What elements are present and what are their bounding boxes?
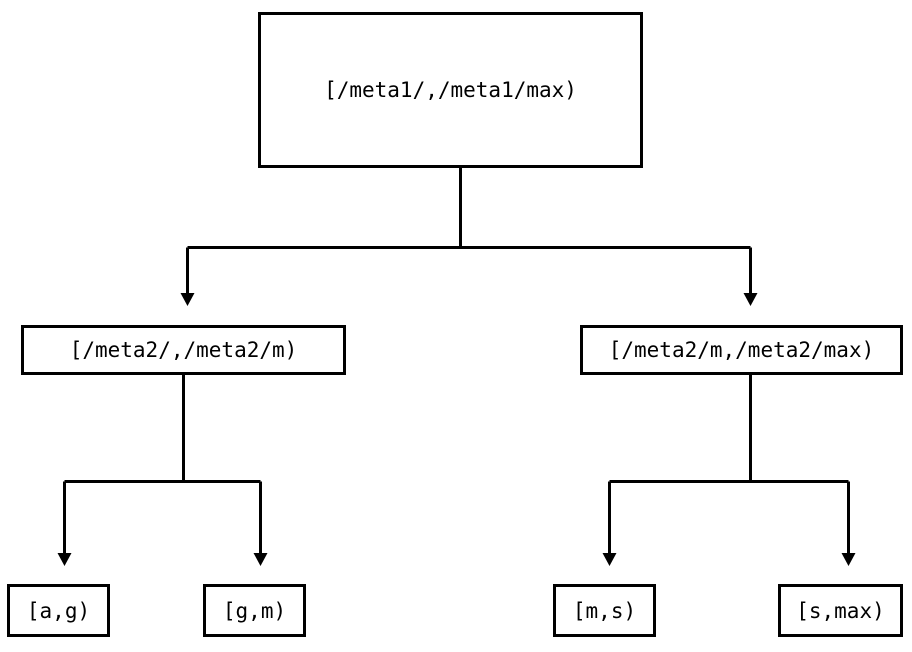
tree-node-leaf-3-label: [s,max)	[796, 598, 885, 623]
arrowhead-icon-mid-left	[180, 293, 195, 306]
tree-node-root-label: [/meta1/,/meta1/max)	[324, 78, 577, 102]
tree-node-mid-right[interactable]: [/meta2/m,/meta2/max)	[580, 325, 903, 375]
tree-node-leaf-0-label: [a,g)	[26, 598, 91, 623]
tree-node-leaf-1-label: [g,m)	[222, 598, 287, 623]
tree-node-leaf-2[interactable]: [m,s)	[553, 584, 656, 637]
tree-node-root[interactable]: [/meta1/,/meta1/max)	[258, 12, 643, 168]
arrowhead-icon-leaf-0	[57, 553, 72, 566]
tree-node-leaf-3[interactable]: [s,max)	[778, 584, 903, 637]
tree-node-leaf-0[interactable]: [a,g)	[7, 584, 110, 637]
tree-node-mid-right-label: [/meta2/m,/meta2/max)	[608, 338, 875, 362]
arrowhead-icon-leaf-2	[602, 553, 617, 566]
arrowhead-icon-leaf-1	[253, 553, 268, 566]
tree-node-leaf-1[interactable]: [g,m)	[203, 584, 306, 637]
arrowhead-icon-leaf-3	[841, 553, 856, 566]
tree-node-leaf-2-label: [m,s)	[572, 598, 637, 623]
arrowhead-icon-mid-right	[743, 293, 758, 306]
tree-node-mid-left[interactable]: [/meta2/,/meta2/m)	[21, 325, 346, 375]
tree-node-mid-left-label: [/meta2/,/meta2/m)	[69, 338, 298, 362]
